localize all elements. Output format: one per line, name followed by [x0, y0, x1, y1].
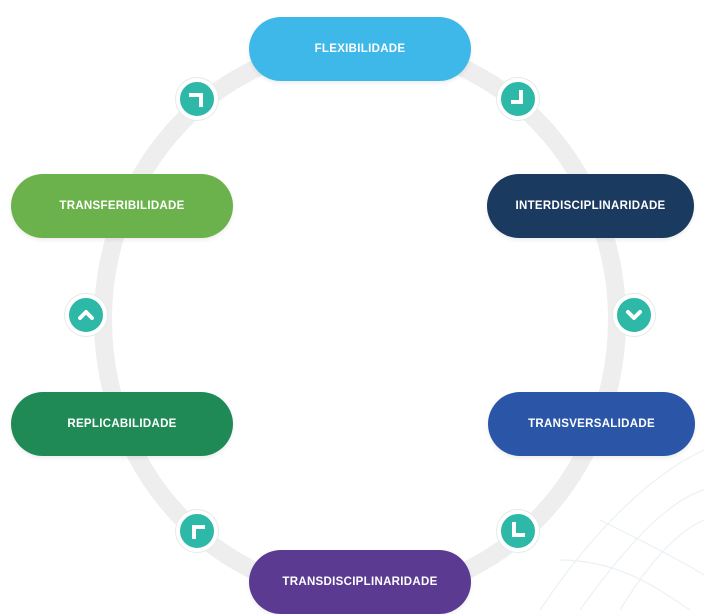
ring-track [94, 36, 626, 604]
node-label: INTERDISCIPLINARIDADE [515, 200, 666, 212]
node-label: TRANSDISCIPLINARIDADE [282, 576, 438, 588]
chevron-up-icon [65, 294, 107, 336]
node-label: FLEXIBILIDADE [314, 43, 406, 55]
arrow-turn-up-icon [176, 510, 218, 552]
arrow-turn-left-icon [497, 510, 539, 552]
node-label: REPLICABILIDADE [67, 418, 177, 430]
node-label: TRANSFERIBILIDADE [59, 200, 185, 212]
node-label: TRANSVERSALIDADE [528, 418, 655, 430]
node-replicabilidade: REPLICABILIDADE [11, 392, 233, 456]
node-interdisciplinaridade: INTERDISCIPLINARIDADE [487, 174, 694, 238]
arrow-turn-down-icon [497, 78, 539, 120]
chevron-down-icon [613, 294, 655, 336]
node-transferibilidade: TRANSFERIBILIDADE [11, 174, 233, 238]
node-transversalidade: TRANSVERSALIDADE [488, 392, 695, 456]
node-transdisciplinaridade: TRANSDISCIPLINARIDADE [249, 550, 471, 614]
watermark-lines [539, 449, 704, 610]
arrow-turn-right-icon [176, 78, 218, 120]
node-flexibilidade: FLEXIBILIDADE [249, 17, 471, 81]
